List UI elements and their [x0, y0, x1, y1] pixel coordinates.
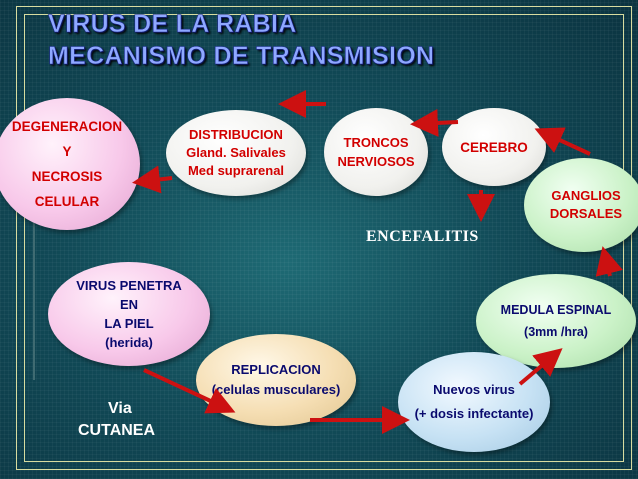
node-ganglios-line: DORSALES [549, 206, 623, 221]
node-medula-line: MEDULA ESPINAL [500, 303, 612, 317]
node-distribucion-line: Gland. Salivales [186, 145, 286, 160]
node-ganglios: GANGLIOS DORSALES [524, 158, 638, 252]
node-nuevos-virus: Nuevos virus (+ dosis infectante) [398, 352, 550, 452]
title-line-1: VIRUS DE LA RABIA [48, 10, 297, 39]
outer-frame [16, 6, 632, 470]
node-virus-penetra-line: EN [119, 297, 139, 312]
node-virus-penetra: VIRUS PENETRA EN LA PIEL (herida) [48, 262, 210, 366]
arrow-ganglios-to-cerebro [534, 127, 591, 156]
node-distribucion: DISTRIBUCION Gland. Salivales Med suprar… [166, 110, 306, 196]
node-virus-penetra-line: VIRUS PENETRA [76, 278, 182, 293]
node-distribucion-line: Med suprarenal [187, 163, 285, 178]
node-troncos-line: TRONCOS [343, 135, 409, 150]
node-troncos-line: NERVIOSOS [337, 154, 415, 169]
encefalitis-label: ENCEFALITIS [366, 228, 479, 245]
node-ganglios-line: GANGLIOS [551, 188, 621, 203]
arrow-distribucion-to-degeneracion [132, 165, 173, 194]
node-nuevos-virus-line: Nuevos virus [433, 382, 515, 397]
node-degeneracion-line: CELULAR [34, 194, 100, 209]
node-distribucion-line: DISTRIBUCION [189, 127, 283, 142]
node-virus-penetra-line: (herida) [105, 335, 153, 350]
via-label: Via [108, 400, 132, 417]
node-virus-penetra-line: LA PIEL [104, 316, 154, 331]
node-nuevos-virus-line: (+ dosis infectante) [414, 406, 534, 421]
node-degeneracion-line: DEGENERACION [11, 119, 123, 134]
node-degeneracion: DEGENERACION Y NECROSIS CELULAR [0, 98, 140, 230]
node-replicacion-line: (celulas musculares) [211, 382, 341, 397]
node-medula-line: (3mm /hra) [524, 325, 588, 339]
node-degeneracion-line: NECROSIS [31, 169, 103, 184]
decorative-vertical-line [33, 110, 35, 380]
node-cerebro: CEREBRO [442, 108, 546, 186]
title-line-2: MECANISMO DE TRANSMISION [48, 42, 435, 71]
node-replicacion-line: REPLICACION [231, 362, 321, 377]
node-degeneracion-line: Y [62, 144, 72, 159]
cutanea-label: CUTANEA [78, 422, 156, 439]
arrow-virus-penetra-to-replicacion [143, 368, 236, 414]
arrow-nuevos-virus-to-medula [518, 348, 563, 386]
arrow-medula-to-ganglios [595, 246, 623, 277]
node-cerebro-line: CEREBRO [460, 139, 528, 155]
arrow-cerebro-to-troncos [410, 108, 459, 137]
